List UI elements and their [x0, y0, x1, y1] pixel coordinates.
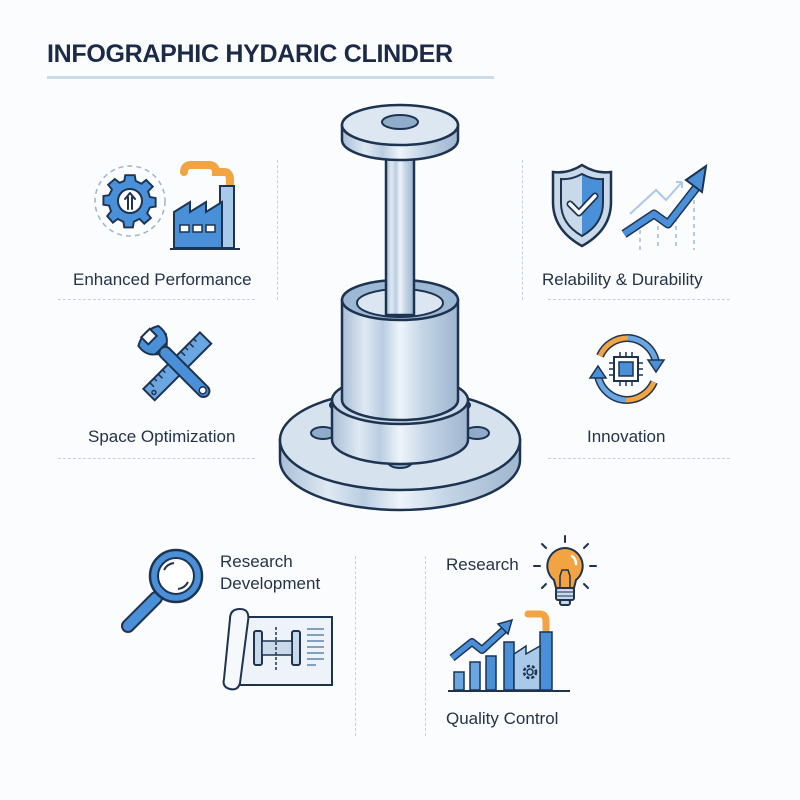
divider-vertical-top-left: [277, 160, 278, 300]
divider-vertical-bottom-left: [355, 556, 356, 736]
divider-horizontal-right-2: [548, 458, 730, 459]
feature-label-reliability-durability: Relability & Durability: [542, 270, 703, 289]
wrench-ruler-icon: [133, 322, 223, 412]
gear-arrow-up-icon: [92, 163, 168, 239]
divider-horizontal-left-2: [58, 458, 255, 459]
blueprint-icon: [220, 607, 336, 691]
growth-factory-icon: [448, 610, 572, 694]
title-underline: [47, 76, 494, 79]
hydraulic-cylinder-icon: [275, 100, 525, 520]
feature-label-enhanced-performance: Enhanced Performance: [73, 270, 252, 289]
factory-icon: [170, 160, 250, 252]
divider-vertical-bottom-right: [425, 556, 426, 736]
trend-arrow-icon: [620, 162, 712, 252]
divider-horizontal-left-1: [58, 299, 255, 300]
feature-label-research: Research: [220, 552, 293, 571]
feature-label-quality-control: Quality Control: [446, 709, 559, 728]
magnifier-icon: [118, 548, 218, 638]
chip-cycle-icon: [582, 328, 672, 410]
divider-horizontal-right-1: [548, 299, 730, 300]
shield-check-icon: [550, 162, 614, 248]
feature-label-development: Development: [220, 574, 321, 593]
feature-label-innovation: Innovation: [587, 427, 666, 446]
feature-label-research-2: Research: [446, 555, 519, 574]
page-title: INFOGRAPHIC HYDARIC CLINDER: [47, 40, 453, 68]
feature-label-space-optimization: Space Optimization: [88, 427, 236, 446]
lightbulb-icon: [532, 534, 598, 614]
divider-vertical-top-right: [522, 160, 523, 300]
